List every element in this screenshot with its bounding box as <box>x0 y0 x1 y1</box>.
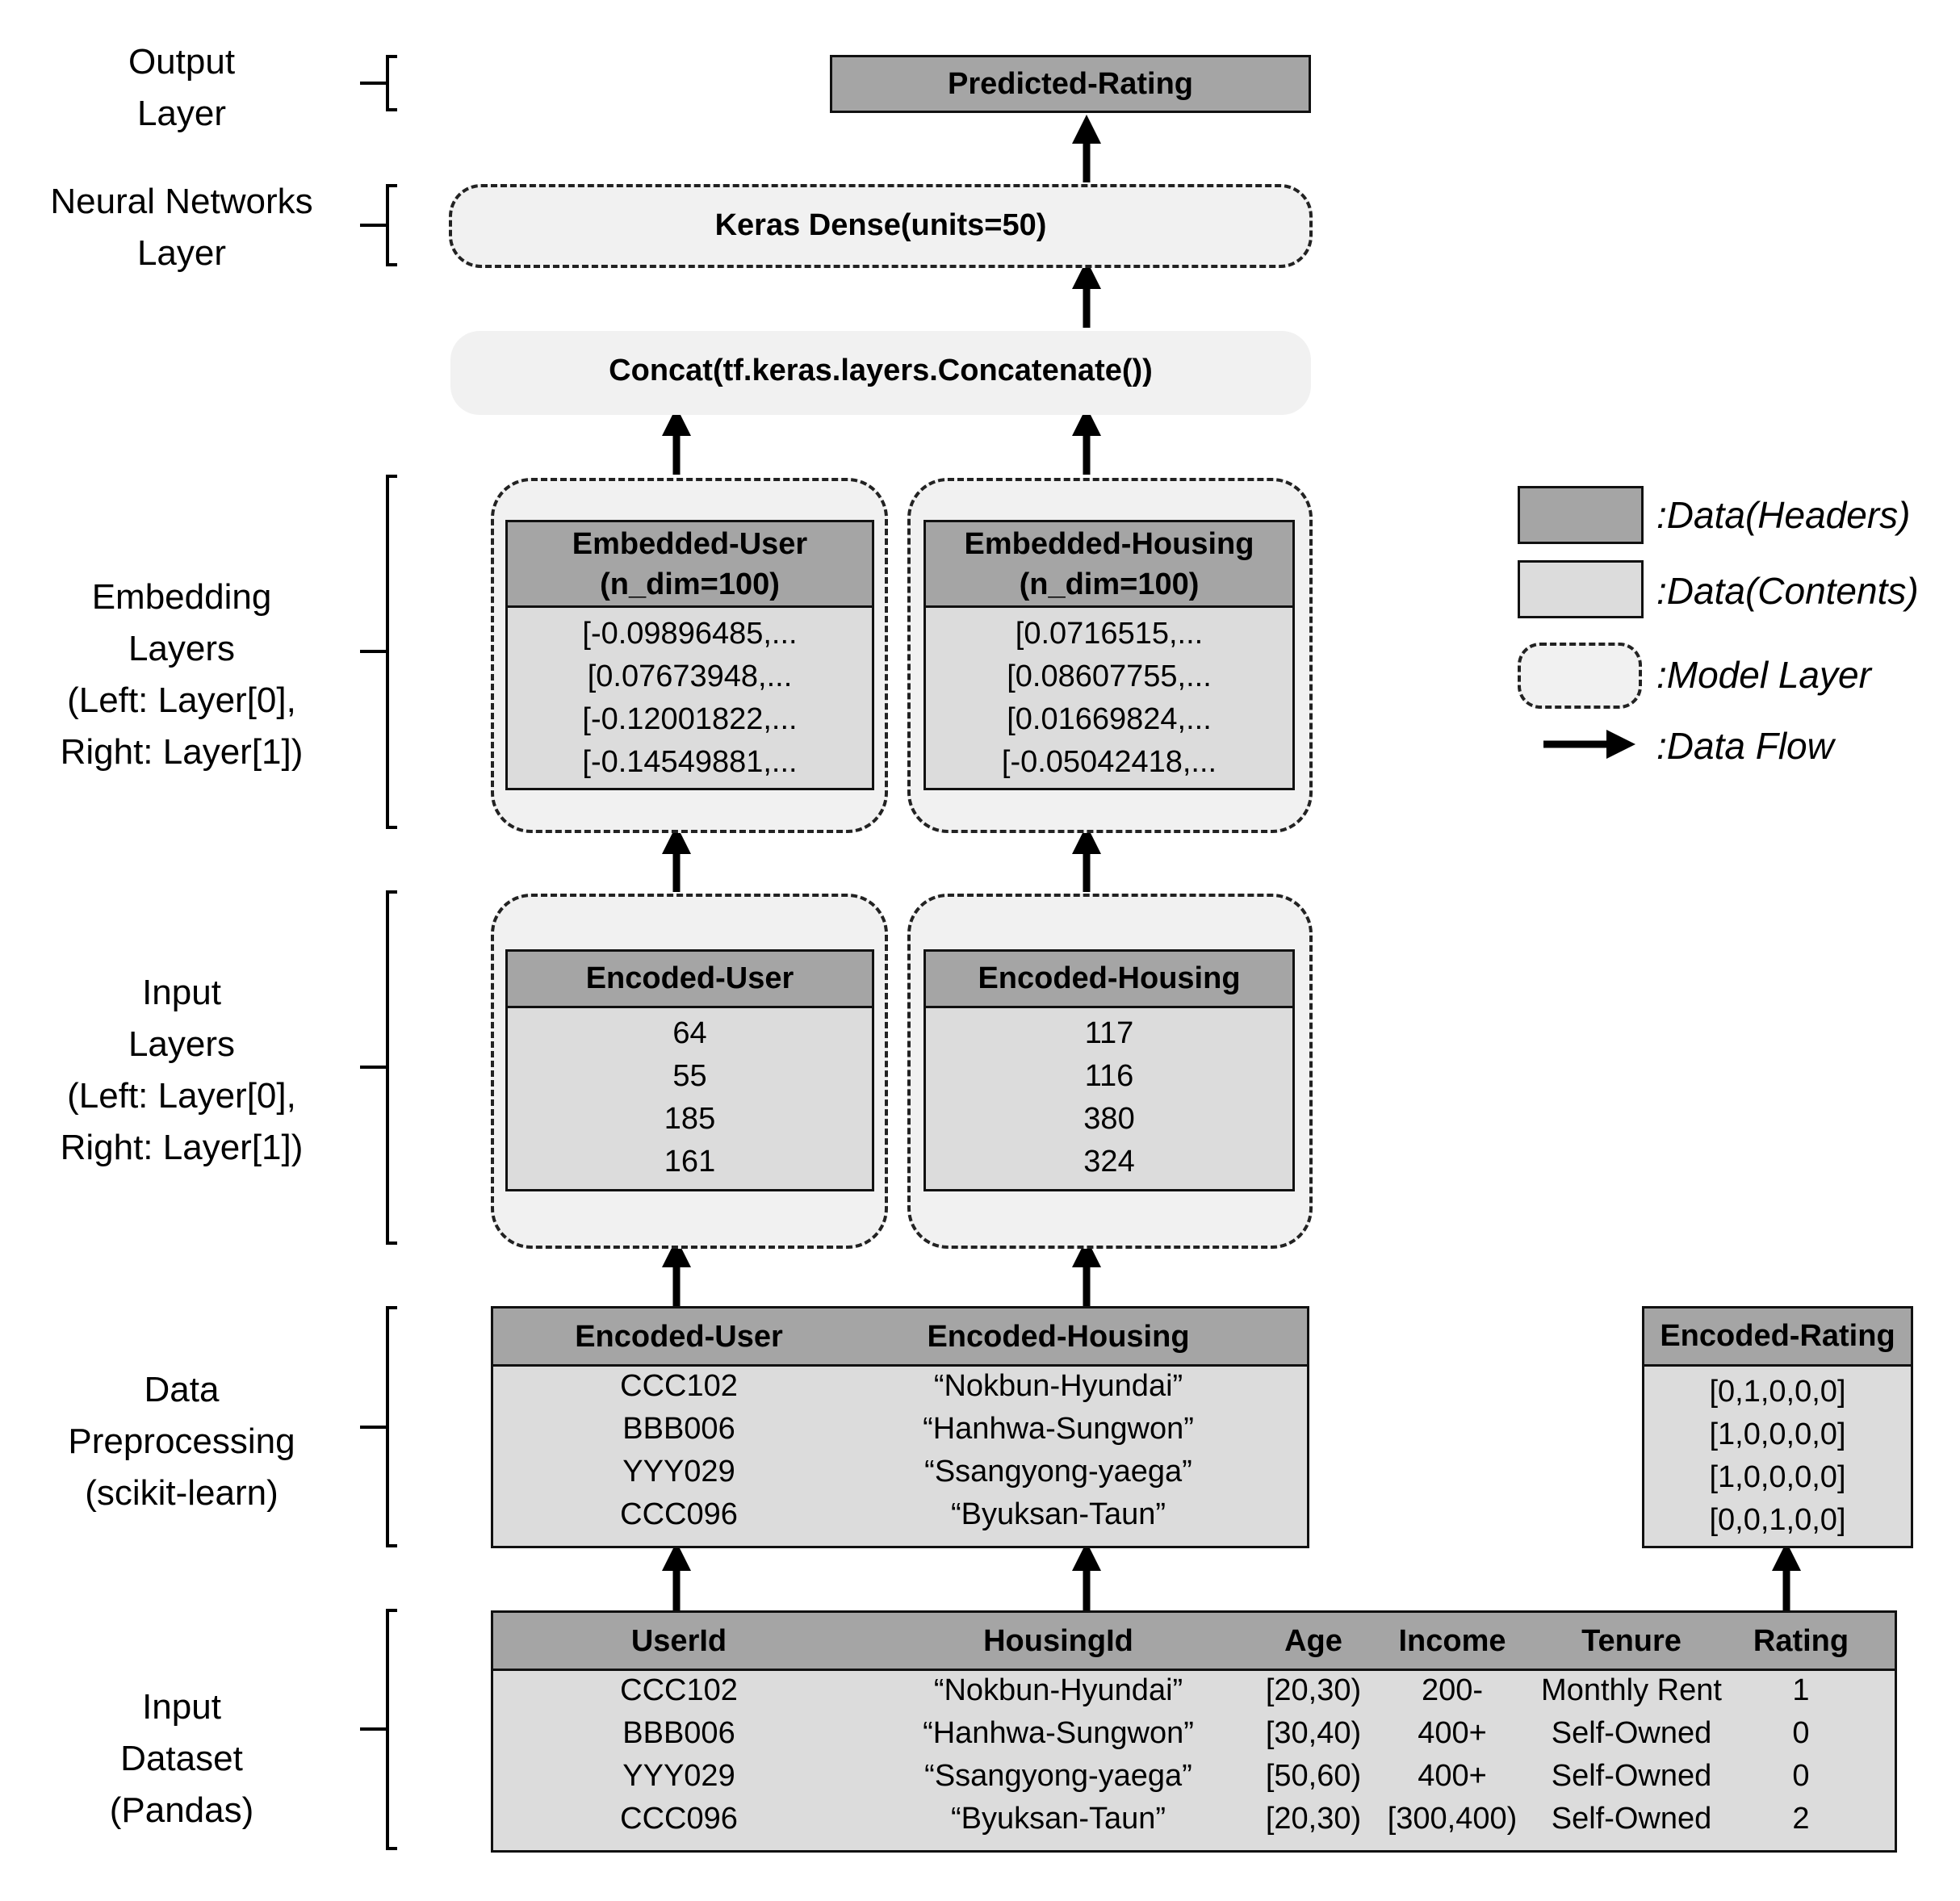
dense-layer: Keras Dense(units=50) <box>449 184 1313 268</box>
predicted-rating-label: Predicted-Rating <box>947 67 1194 101</box>
legend-label-contents: :Data(Contents) <box>1656 570 1919 612</box>
preprocessing-header-bar <box>493 1309 1307 1367</box>
preprocessing-housing-header: Encoded-Housing <box>927 1320 1190 1354</box>
dataset-header-bar <box>493 1613 1895 1671</box>
embedded-user-table: Embedded-User(n_dim=100) [-0.09896485,..… <box>505 520 874 790</box>
bracket-output <box>360 55 397 111</box>
legend-swatch-headers <box>1518 486 1644 544</box>
legend-swatch-contents <box>1518 560 1644 618</box>
encoded-user-input-header: Encoded-User <box>508 952 872 1008</box>
concat-layer-label: Concat(tf.keras.layers.Concatenate()) <box>609 354 1153 387</box>
embedded-user-values: [-0.09896485,...[0.07673948,... [-0.1200… <box>582 617 798 779</box>
dataset-col-age: Age [20,30)[30,40) [50,60)[20,30) <box>1265 1624 1362 1836</box>
dense-layer-label: Keras Dense(units=50) <box>714 208 1047 242</box>
legend-swatch-model-layer <box>1518 643 1642 709</box>
concat-layer: Concat(tf.keras.layers.Concatenate()) <box>450 331 1311 415</box>
dataset-col-income: Income 200-400+ 400+[300,400) <box>1387 1624 1518 1836</box>
data-flow-arrows <box>662 115 1801 1610</box>
encoded-rating-table: Encoded-Rating [0,1,0,0,0][1,0,0,0,0] [1… <box>1642 1306 1913 1548</box>
encoded-housing-input-header: Encoded-Housing <box>926 952 1292 1008</box>
embedded-user-header: Embedded-User(n_dim=100) <box>508 522 872 608</box>
bracket-input-layers <box>360 890 397 1245</box>
bracket-neural <box>360 184 397 266</box>
encoded-rating-values: [0,1,0,0,0][1,0,0,0,0] [1,0,0,0,0][0,0,1… <box>1709 1375 1846 1537</box>
bracket-embedding <box>360 475 397 829</box>
dataset-col-housingid: HousingId “Nokbun-Hyundai”“Hanhwa-Sungwo… <box>923 1624 1194 1836</box>
bracket-dataset <box>360 1609 397 1850</box>
layer-brackets <box>360 55 397 1850</box>
preprocessing-housing-column: Encoded-Housing “Nokbun-Hyundai” “Hanhwa… <box>873 1309 1244 1536</box>
embedded-housing-header: Embedded-Housing(n_dim=100) <box>926 522 1292 608</box>
legend-label-data-flow: :Data Flow <box>1656 725 1834 767</box>
embedded-housing-table: Embedded-Housing(n_dim=100) [0.0716515,.… <box>923 520 1295 790</box>
legend-label-model-layer: :Model Layer <box>1656 654 1871 696</box>
encoded-rating-header: Encoded-Rating <box>1644 1309 1911 1367</box>
embedded-housing-values: [0.0716515,...[0.08607755,... [0.0166982… <box>1001 617 1217 779</box>
legend-label-headers: :Data(Headers) <box>1656 494 1911 536</box>
preprocessing-table: Encoded-User CCC102 BBB006 YYY029 CCC096… <box>491 1306 1309 1548</box>
preprocessing-user-column: Encoded-User CCC102 BBB006 YYY029 CCC096 <box>493 1309 865 1536</box>
bracket-preprocessing <box>360 1306 397 1547</box>
predicted-rating-box: Predicted-Rating <box>830 55 1311 113</box>
preprocessing-user-header: Encoded-User <box>575 1320 783 1354</box>
